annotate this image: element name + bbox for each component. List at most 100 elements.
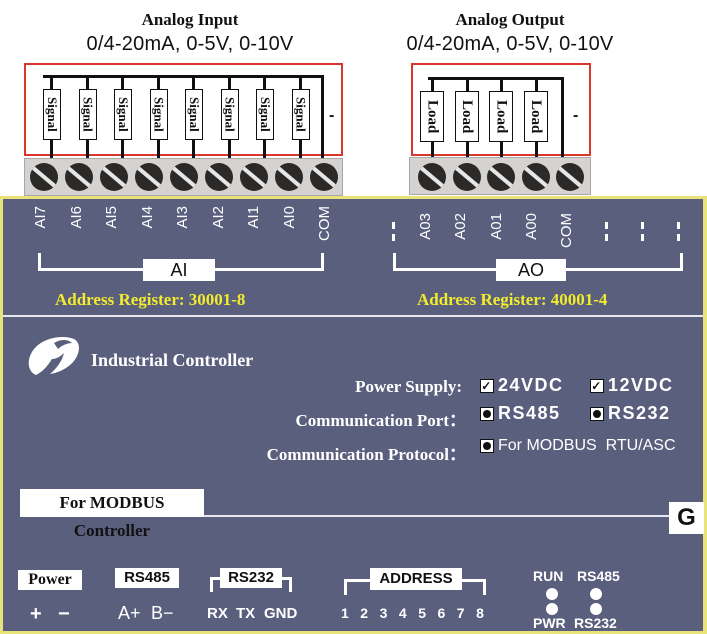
lead-wire [263,139,266,158]
rs485-led-indicator [590,588,602,600]
terminal-screw-icon [205,163,233,191]
component-label: Signal [151,97,167,132]
component-label: Signal [80,97,96,132]
terminal-screw-icon [452,163,481,191]
address-dip-pin: 4 [398,605,407,621]
signal-component: Signal [149,89,168,140]
lead-wire [227,139,231,158]
rs485-b-minus-pin: B− [151,603,174,623]
terminal-screw-icon [240,163,268,191]
lead-wire [50,139,53,158]
analog-input-title: Analog Input [141,10,239,29]
option-12vdc: ✓12VDC [590,375,674,395]
checkbox-checked-icon: ✓ [590,378,604,393]
lead-wire [298,139,302,158]
ai-pin-label: COM [316,206,333,241]
power-label: Power [18,570,82,590]
com-wire [321,75,324,158]
ai-pin-label: AI5 [103,206,120,229]
ao-pin-label: COM [558,213,576,248]
load-component: Load [454,91,479,142]
analog-output-range: 0/4-20mA, 0-5V, 0-10V [406,33,614,55]
analog-output-title: Analog Output [455,10,565,29]
lead-wire [192,139,195,158]
address-dip-pin: 8 [476,605,484,621]
ai-address-register: Address Register: 30001-8 [55,290,246,309]
load-component: Load [489,91,513,142]
lead-wire [121,139,124,158]
signal-component: Signal [185,89,203,140]
terminal-screw-icon [418,163,446,191]
component-label: Signal [45,97,60,132]
radio-dot-icon [480,406,494,421]
ao-pin-label: A01 [487,213,505,240]
ao-group-label: AO [496,259,566,281]
lead-wire [263,75,266,91]
rs485-a-plus-pin: A+ [118,603,141,623]
component-label: Signal [293,97,309,132]
power-plus-pin: + [30,603,42,625]
ground-terminal-label: G [669,502,704,534]
unused-pin-marker [605,222,609,248]
load-component: Load [523,91,548,142]
lead-wire [192,75,195,91]
signal-component: Signal [78,89,97,140]
ai-pin-label: AI1 [245,206,262,229]
address-dip-pin: 1 [341,605,349,621]
brand-swirl-logo-icon [24,333,82,381]
led-label-run: RUN [533,568,564,584]
lead-wire [465,141,469,158]
terminal-screw-icon [521,163,550,191]
ai-pin-label: AI2 [209,206,227,229]
ai-group-label: AI [143,259,215,281]
component-label: Load [424,99,441,134]
lead-wire [227,75,231,91]
run-led-indicator [546,588,558,600]
unused-pin-marker [677,222,681,248]
component-label: Signal [187,97,202,132]
device-panel [3,199,703,631]
rs232-led-indicator [590,603,602,615]
led-label-rs485: RS485 [577,568,620,584]
device-name: Industrial Controller [91,350,254,370]
lead-wire [85,75,89,91]
signal-component: Signal [291,89,310,140]
address-dip-pin: 6 [437,605,446,621]
address-dip-pin: 2 [360,605,369,621]
ao-pin-label: A00 [522,213,540,240]
ai-pin-label: AI0 [280,206,298,229]
load-component: Load [420,91,444,142]
terminal-screw-icon [65,163,93,191]
ai-pin-label: AI7 [32,206,49,229]
terminal-screw-icon [135,163,163,191]
divider [3,315,703,317]
minus-sign: - [573,107,579,124]
terminal-screw-icon [310,163,338,191]
ai-pin-label: AI4 [138,206,156,229]
lead-wire [534,77,538,93]
led-label-pwr: PWR [533,615,566,631]
rs232-rx-pin: RX [207,605,228,622]
option-rs232: RS232 [590,403,671,424]
lead-wire [298,75,302,91]
component-label: Load [493,99,510,134]
unused-pin-marker [641,222,645,248]
common-wire [43,75,324,78]
radio-dot-icon [480,439,494,453]
signal-component: Signal [220,89,239,140]
terminal-screw-icon [556,163,584,191]
lead-wire [500,141,503,158]
lead-wire [465,77,469,93]
spec-label-power-supply: Power Supply: [355,377,462,396]
pwr-led-indicator [546,603,558,615]
address-dip-pin: 5 [418,605,426,621]
lead-wire [50,75,53,91]
com-wire [561,77,564,158]
led-label-rs232: RS232 [574,615,617,631]
radio-dot-icon [590,406,604,421]
terminal-screw-icon [30,163,58,191]
analog-output-terminal-block [409,157,591,195]
lead-wire [534,141,538,158]
ai-pin-label: AI3 [174,206,191,229]
rs232-tx-pin: TX [236,605,256,622]
